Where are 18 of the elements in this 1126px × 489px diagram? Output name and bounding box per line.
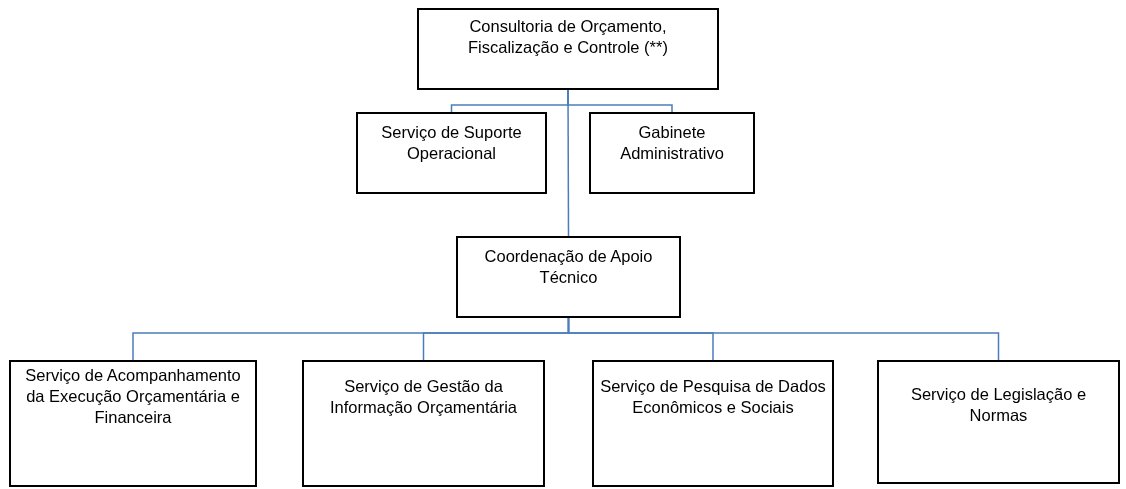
org-unit-box (9, 360, 257, 487)
org-unit-box (592, 360, 834, 487)
unit-name: Serviço de Gestão da Informação Orçamentária (328, 376, 519, 418)
unit-name: Serviço de Acompanhamento da Execução Orçamentária e Financeira (24, 365, 242, 428)
unit-name: Serviço de Pesquisa de Dados Econômicos e Sociais (600, 376, 826, 418)
unit-name: Serviço de Suporte Operacional (380, 122, 523, 164)
org-unit-box (356, 112, 547, 194)
connector-line (567, 317, 1000, 361)
org-unit-box (589, 112, 755, 194)
org-unit-box (456, 236, 681, 318)
unit-name: Serviço de Legislação e Normas (909, 384, 1088, 426)
unit-name: Gabinete Administrativo (619, 122, 725, 164)
unit-name: Coordenação de Apoio Técnico (483, 246, 654, 288)
org-unit-box (877, 360, 1120, 484)
connector-line (567, 89, 570, 237)
org-unit-box (302, 360, 545, 487)
org-unit-box (417, 8, 719, 90)
unit-name: Consultoria de Orçamento, Fiscalização e Controle (**) (467, 16, 669, 58)
